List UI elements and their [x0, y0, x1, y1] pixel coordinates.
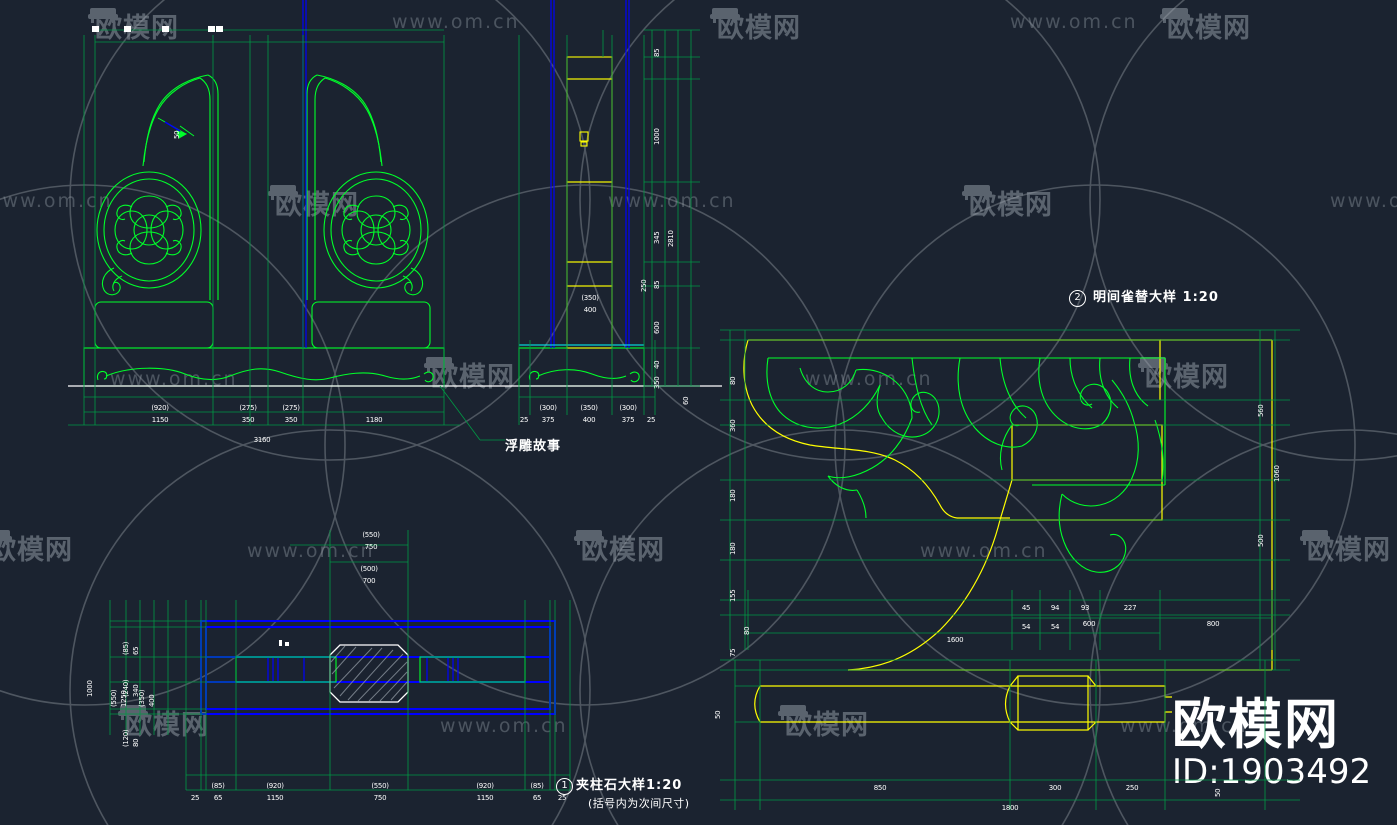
dim-text: (85) [211, 782, 225, 790]
dim-text: 375 [621, 416, 635, 424]
dim-text: 1150 [151, 416, 169, 424]
detail-1-title: 夹柱石大样1:20 [576, 778, 683, 793]
dim-text: 45 [1021, 604, 1031, 612]
elevation-dimension-lines [68, 29, 700, 426]
dim-text-v: 50 [714, 710, 722, 719]
dim-text: 700 [362, 577, 376, 585]
dim-text: (300) [619, 404, 637, 412]
sparrow-section-dimension-lines [720, 659, 1300, 810]
dim-text: 65 [532, 794, 542, 802]
relief-note-label: 浮雕故事 [505, 439, 562, 454]
dim-text: 25 [190, 794, 200, 802]
dim-text: (920) [151, 404, 169, 412]
dim-text: 375 [541, 416, 555, 424]
dim-text: 65 [213, 794, 223, 802]
dim-text-total: 1600 [946, 636, 964, 644]
dim-text: 350 [241, 416, 255, 424]
dim-text-column: 400 [583, 306, 597, 314]
dim-text-v: 360 [729, 419, 737, 432]
dim-text: 300 [1048, 784, 1062, 792]
dim-text: (550) [362, 531, 380, 539]
leader-arrow-blue [164, 121, 181, 132]
dim-text-total: 1800 [1001, 804, 1019, 812]
detail-1-note: (括号内为次间尺寸) [588, 797, 690, 810]
dim-text: 850 [873, 784, 887, 792]
relief-note-leader [439, 385, 505, 441]
dim-text: 750 [364, 543, 378, 551]
dim-text-v: 75 [729, 648, 737, 657]
dim-text: 25 [557, 794, 567, 802]
dim-text-v: 180 [729, 489, 737, 502]
dim-text: 1150 [476, 794, 494, 802]
dim-text-v: 80 [729, 376, 737, 385]
dim-text: (300) [539, 404, 557, 412]
dim-text-column: (350) [581, 294, 599, 302]
dim-text: 1150 [266, 794, 284, 802]
dim-text-total: 3160 [253, 436, 271, 444]
dim-text-v: 80 [743, 626, 751, 635]
dim-text-v: 500 [1257, 534, 1265, 547]
dim-text: (550) [371, 782, 389, 790]
dim-text: (350) [580, 404, 598, 412]
dim-text: 93 [1080, 604, 1090, 612]
plan-small-markers [279, 640, 289, 646]
dim-text: 25 [519, 416, 529, 424]
dim-text: 1180 [365, 416, 383, 424]
dim-text: 54 [1021, 623, 1031, 631]
dim-text: (85) [530, 782, 544, 790]
top-tick-boxes [92, 26, 223, 32]
dim-text: 54 [1050, 623, 1060, 631]
detail-2-bubble[interactable]: 2 [1069, 290, 1086, 307]
sparrow-section-geometry [754, 675, 1172, 731]
dim-text: (275) [239, 404, 257, 412]
dim-text: 250 [1125, 784, 1139, 792]
dim-text-v: 1060 [1273, 465, 1281, 482]
sparrow-yellow-outline [743, 339, 1273, 671]
sparrow-green-carving [766, 357, 1166, 573]
dim-text: 227 [1123, 604, 1137, 612]
elevation-green-geometry [83, 74, 645, 387]
dim-text: (920) [476, 782, 494, 790]
plan-blue-hatch-marks [267, 657, 459, 682]
dim-text-v: 180 [729, 542, 737, 555]
dim-text: (275) [282, 404, 300, 412]
plan-column-hatch [330, 645, 408, 702]
detail-2-title: 明间雀替大样 1:20 [1093, 290, 1219, 305]
detail-1-bubble[interactable]: 1 [556, 778, 573, 795]
top-tick-markers [95, 29, 444, 43]
dim-text-v: 50 [1214, 788, 1222, 797]
dim-text: 750 [373, 794, 387, 802]
dim-text: 600 [1082, 620, 1096, 628]
dim-text: 400 [582, 416, 596, 424]
sparrow-dimension-lines [720, 329, 1300, 671]
dim-text-v: 560 [1257, 404, 1265, 417]
dim-text: 25 [646, 416, 656, 424]
plan-dimension-lines [109, 530, 571, 791]
dim-text: 94 [1050, 604, 1060, 612]
dim-text: 350 [284, 416, 298, 424]
dim-text-v: 155 [729, 589, 737, 602]
dim-text: (920) [266, 782, 284, 790]
dim-text: (500) [360, 565, 378, 573]
dim-text: 800 [1206, 620, 1220, 628]
